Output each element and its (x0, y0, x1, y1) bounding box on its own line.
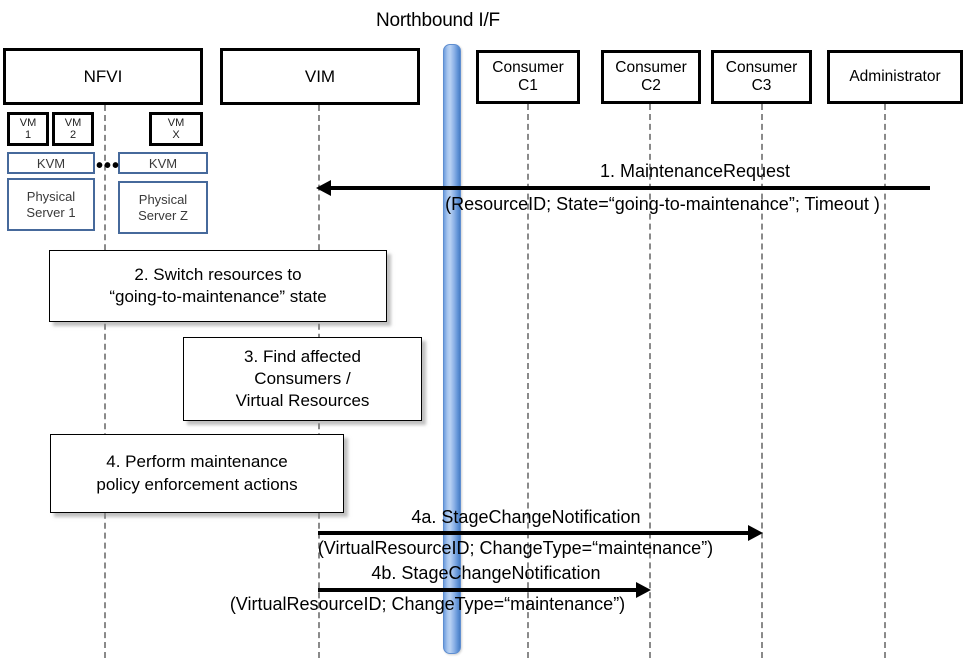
kvm-box-1-label: KVM (36, 155, 66, 171)
lifeline-consumer-c3 (761, 104, 763, 658)
vm-box-2-line1: VM (64, 116, 82, 129)
vm-box-x-line2: X (172, 129, 180, 141)
physical-server-1-line2: Server 1 (26, 204, 76, 220)
message-4a-line (318, 531, 750, 535)
kvm-box-1[interactable]: KVM (7, 152, 95, 174)
lifeline-consumer-c2 (649, 104, 651, 658)
lifeline-consumer-c1 (527, 104, 529, 658)
vm-box-1[interactable]: VM 1 (7, 112, 49, 146)
vm-box-x[interactable]: VM X (149, 112, 203, 146)
actor-label-consumer-c3-line1: Consumer (725, 59, 798, 77)
lifeline-nfvi (104, 105, 106, 658)
actor-box-administrator[interactable]: Administrator (827, 50, 963, 104)
actor-label-vim: VIM (304, 66, 336, 86)
actor-label-administrator: Administrator (849, 68, 941, 86)
message-4b-arrowhead (636, 582, 651, 598)
vm-box-1-line1: VM (19, 116, 37, 129)
message-1-label: 1. MaintenanceRequest (599, 161, 791, 181)
actor-box-consumer-c3[interactable]: Consumer C3 (711, 50, 812, 104)
vm-box-1-line2: 1 (24, 129, 32, 141)
note-step-2-line2: “going-to-maintenance” state (109, 287, 327, 306)
vm-box-2-line2: 2 (69, 129, 77, 141)
vm-box-x-line1: VM (167, 116, 185, 129)
note-step-3-line3: Virtual Resources (235, 391, 370, 411)
actor-label-consumer-c3-line2: C3 (751, 77, 772, 94)
message-4a-params: (VirtualResourceID; ChangeType=“maintena… (317, 538, 714, 558)
actor-label-consumer-c2-line1: Consumer (615, 59, 687, 77)
message-1-arrowhead (316, 180, 331, 196)
message-4a-arrowhead (748, 525, 763, 541)
physical-server-z-line2: Server Z (138, 207, 188, 223)
message-4b-label: 4b. StageChangeNotification (371, 563, 601, 583)
message-4b-line (318, 588, 638, 592)
physical-server-z-line1: Physical (138, 191, 188, 207)
note-box-step-3[interactable]: 3. Find affected Consumers / Virtual Res… (183, 337, 422, 421)
diagram-title: Northbound I/F (376, 10, 500, 31)
note-box-step-2[interactable]: 2. Switch resources to “going-to-mainten… (49, 250, 387, 322)
northbound-interface-bar (443, 44, 461, 654)
actor-box-consumer-c2[interactable]: Consumer C2 (601, 50, 701, 104)
actor-label-consumer-c2-line2: C2 (641, 77, 661, 94)
actor-label-nfvi: NFVI (83, 66, 123, 86)
note-step-4-line2: policy enforcement actions (96, 474, 298, 494)
note-step-2-line1: 2. Switch resources to (134, 264, 302, 284)
actor-box-nfvi[interactable]: NFVI (3, 48, 203, 105)
note-box-step-4[interactable]: 4. Perform maintenance policy enforcemen… (50, 434, 344, 513)
message-1-params: (ResourceID; State=“going-to-maintenance… (445, 194, 880, 214)
physical-server-1-line1: Physical (26, 188, 76, 204)
physical-server-box-1[interactable]: Physical Server 1 (7, 178, 95, 231)
physical-server-box-z[interactable]: Physical Server Z (118, 181, 208, 234)
kvm-box-2-label: KVM (148, 155, 178, 171)
note-step-3-line1: 3. Find affected (244, 346, 361, 366)
note-step-3-line2: Consumers / (254, 368, 351, 388)
note-step-4-line1: 4. Perform maintenance (106, 452, 288, 472)
actor-label-consumer-c1-line1: Consumer (492, 59, 564, 77)
actor-box-vim[interactable]: VIM (220, 48, 420, 105)
message-4a-label: 4a. StageChangeNotification (411, 507, 641, 527)
kvm-box-2[interactable]: KVM (118, 152, 208, 174)
actor-label-consumer-c1-line2: C1 (518, 77, 538, 94)
actor-box-consumer-c1[interactable]: Consumer C1 (476, 50, 580, 104)
message-4b-params: (VirtualResourceID; ChangeType=“maintena… (229, 594, 626, 614)
infrastructure-ellipsis: ••• (96, 155, 121, 177)
vm-box-2[interactable]: VM 2 (52, 112, 94, 146)
lifeline-administrator (884, 104, 886, 658)
message-1-line (330, 186, 930, 190)
